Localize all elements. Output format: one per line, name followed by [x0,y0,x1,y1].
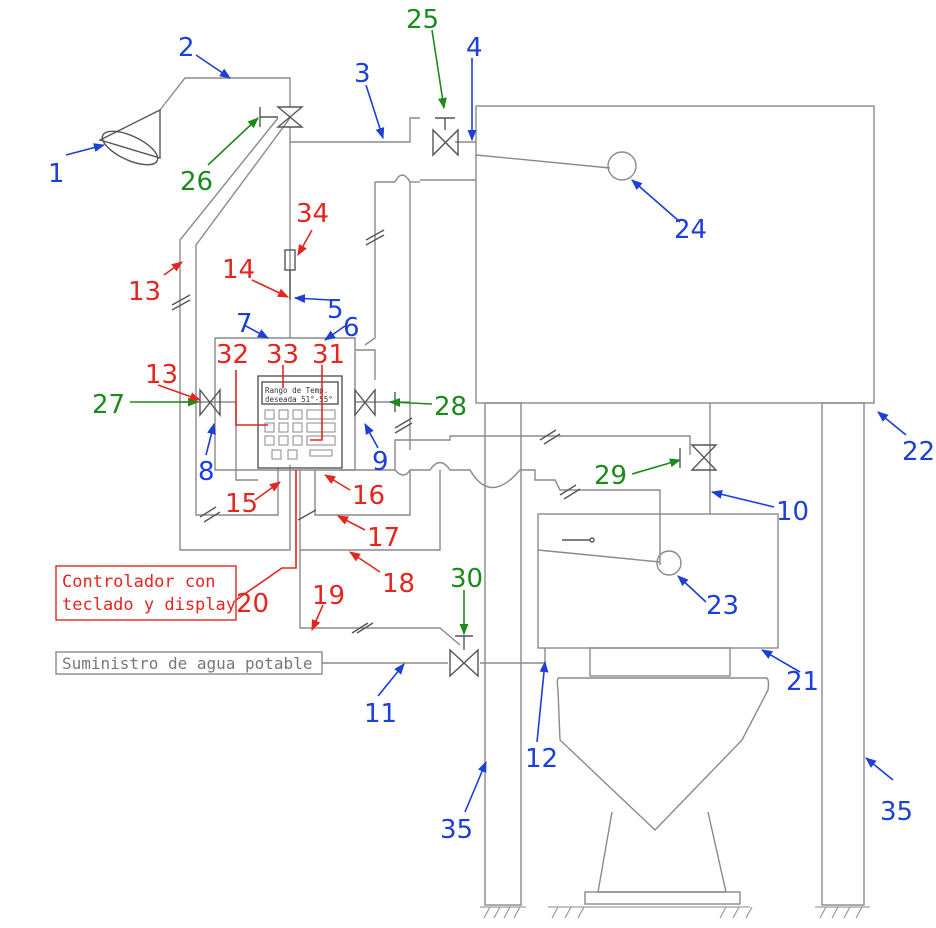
display-line-1: Rango de Temp. [265,386,328,395]
float-valve-upper [475,151,637,181]
tank-leg-left [484,402,522,906]
label-15: 15 [225,489,258,519]
leaders-green [130,29,682,636]
label-2: 2 [178,33,195,63]
label-13-bottom: 13 [145,360,178,390]
label-7: 7 [236,309,253,339]
label-31: 31 [312,340,345,370]
label-22: 22 [902,437,935,467]
label-14: 14 [222,255,255,285]
display-line-2: deseada 51°-55° [265,395,333,404]
label-16: 16 [352,481,385,511]
label-13-top: 13 [128,277,161,307]
label-10: 10 [776,497,809,527]
label-25: 25 [406,5,439,35]
label-12: 12 [525,744,558,774]
shower-head [98,108,161,166]
leaders-blue [65,54,907,813]
valve-30 [449,635,479,678]
label-9: 9 [372,447,389,477]
supply-label: Suministro de agua potable [62,654,312,673]
label-24: 24 [674,215,707,245]
label-21: 21 [786,667,819,697]
controller-unit [257,375,343,469]
break-marks [171,229,581,634]
label-6: 6 [343,313,360,343]
label-8: 8 [198,457,215,487]
label-3: 3 [354,59,371,89]
leaders-red [157,229,381,632]
label-17: 17 [367,523,400,553]
controller-label-line-2: teclado y display [62,595,236,615]
callout-numbers: 1 2 3 4 5 6 7 8 9 10 11 12 13 13 14 15 1… [48,5,935,845]
label-18: 18 [382,569,415,599]
toilet-bowl [556,647,770,905]
valve-25 [432,117,459,157]
controller-label-box [55,565,237,621]
upper-tank [475,105,875,404]
tank-leg-right [821,402,865,906]
label-35-right: 35 [880,797,913,827]
toilet-cistern [537,513,779,649]
label-1: 1 [48,159,65,189]
label-19: 19 [312,581,345,611]
controller-label-leader [235,470,297,601]
label-34: 34 [296,199,329,229]
valve-26 [259,106,304,128]
piping [159,77,711,664]
label-33: 33 [266,340,299,370]
label-5: 5 [327,295,344,325]
supply-label-box [55,651,323,675]
label-11: 11 [364,699,397,729]
label-28: 28 [434,392,467,422]
valve-27 [199,388,221,417]
label-35-left: 35 [440,815,473,845]
ground-hatch [480,906,870,919]
label-23: 23 [706,591,739,621]
temperature-sensor [284,249,296,300]
label-32: 32 [216,340,249,370]
label-4: 4 [466,33,483,63]
label-26: 26 [180,167,213,197]
label-20: 20 [236,589,269,619]
label-30: 30 [450,564,483,594]
label-29: 29 [594,461,627,491]
controller-label-line-1: Controlador con [62,572,216,592]
controller-callouts [235,365,323,441]
label-27: 27 [92,390,125,420]
